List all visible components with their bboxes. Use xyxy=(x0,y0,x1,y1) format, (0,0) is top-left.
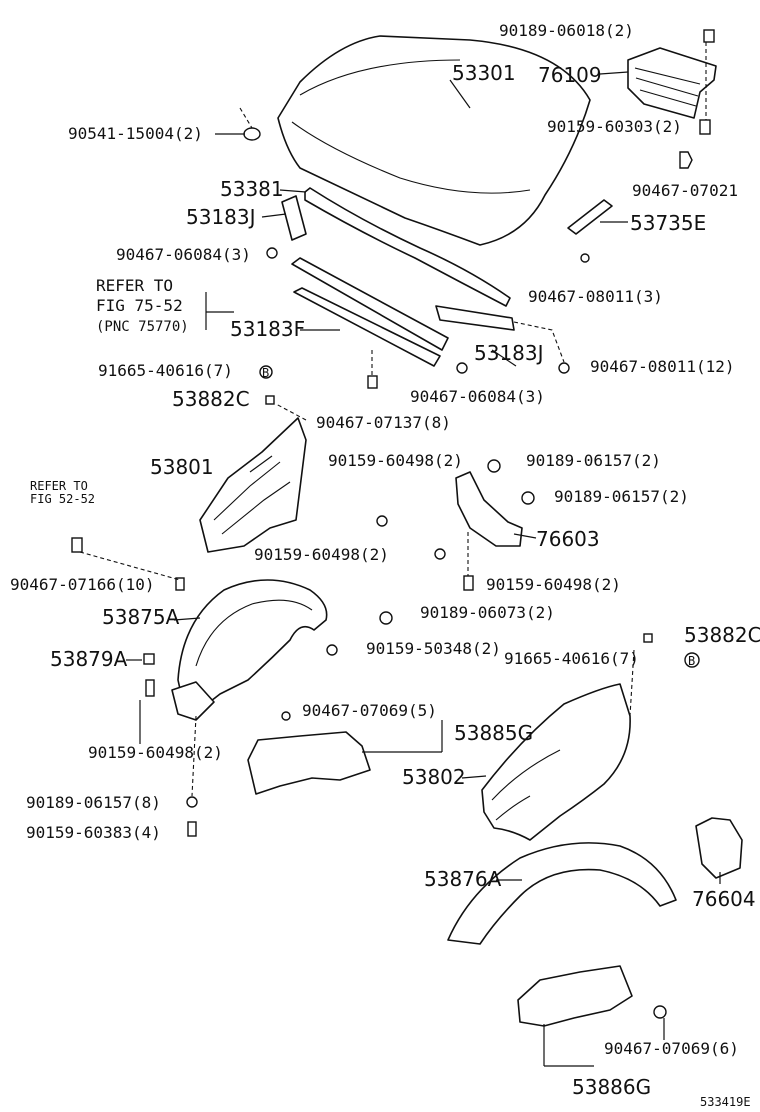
label-53879A: 53879A xyxy=(50,647,128,671)
clip-90467-07069-a xyxy=(281,711,291,721)
bolt-90159-50348 xyxy=(326,644,338,656)
footer-id: 533419E xyxy=(700,1095,751,1109)
clip-90467-07166 xyxy=(175,577,185,591)
label-53735E: 53735E xyxy=(630,211,706,235)
nut-53882C-left xyxy=(265,395,275,405)
label-53301: 53301 xyxy=(452,61,516,85)
label-91665-40616-b: 91665-40616(7) xyxy=(504,649,639,668)
label-90467-06084-a: 90467-06084(3) xyxy=(116,245,251,264)
bumper-90541 xyxy=(243,127,261,141)
refer-fig52-line2: FIG 52-52 xyxy=(30,492,95,506)
label-76109: 76109 xyxy=(538,63,602,87)
seal-53183F xyxy=(291,257,449,367)
label-90189-06157-b: 90189-06157(2) xyxy=(554,487,689,506)
liner-flap-53879A-area xyxy=(171,681,215,721)
bolt-90189-06073 xyxy=(379,611,393,625)
bolt-90189-06157-b xyxy=(521,491,535,505)
label-90159-60498-d: 90159-60498(2) xyxy=(88,743,223,762)
bolt-90189-06157-c xyxy=(186,796,198,808)
label-53802: 53802 xyxy=(402,765,466,789)
clip-marker-b: B xyxy=(688,654,695,668)
label-53885G: 53885G xyxy=(454,721,533,745)
seal-53183J-top xyxy=(281,195,307,241)
refer-fig52-line1: REFER TO xyxy=(30,479,88,493)
label-53882C-right: 53882C xyxy=(684,623,760,647)
bolt-90159-60303 xyxy=(699,119,711,135)
clip-91665-a: B xyxy=(259,365,273,380)
clip-90467-08011-a xyxy=(580,253,590,263)
refer-fig75-line3: (PNC 75770) xyxy=(96,319,189,335)
mudguard-76604 xyxy=(695,817,743,879)
seal-53183J-right xyxy=(435,305,515,331)
label-53381: 53381 xyxy=(220,177,284,201)
label-53882C-left: 53882C xyxy=(172,387,250,411)
label-91665-40616-a: 91665-40616(7) xyxy=(98,361,233,380)
apron-53801 xyxy=(199,417,307,553)
label-90467-08011-3: 90467-08011(3) xyxy=(528,287,663,306)
bolt-90159-60498-d xyxy=(145,679,155,697)
label-90189-06157-c: 90189-06157(8) xyxy=(26,793,161,812)
label-90541-15004: 90541-15004(2) xyxy=(68,124,203,143)
clip-90467-07021 xyxy=(679,151,693,169)
seal-53735E xyxy=(567,199,613,235)
label-90467-08011-12: 90467-08011(12) xyxy=(590,357,735,376)
bolt-90189-06157-a xyxy=(487,459,501,473)
label-90159-60498-b: 90159-60498(2) xyxy=(254,545,389,564)
hood-seal-53381 xyxy=(304,187,511,307)
label-53183J-top: 53183J xyxy=(186,205,256,229)
label-53876A: 53876A xyxy=(424,867,502,891)
bolt-90159-60498-b xyxy=(434,548,446,560)
clip-91665-b: B xyxy=(684,652,700,668)
mudguard-76603 xyxy=(455,471,523,547)
fender-liner-53875A xyxy=(177,579,328,717)
label-90189-06157-a: 90189-06157(2) xyxy=(526,451,661,470)
label-90467-07137: 90467-07137(8) xyxy=(316,413,451,432)
refer-fig75-line2: FIG 75-52 xyxy=(96,296,183,315)
clip-90467-06084-b xyxy=(456,362,468,374)
clip-90467-06084-a xyxy=(266,247,278,259)
clip-marker-a: B xyxy=(262,366,269,380)
clip-90467-08011-b xyxy=(558,362,570,374)
label-90467-07069-5: 90467-07069(5) xyxy=(302,701,437,720)
refer-fig75-line1: REFER TO xyxy=(96,276,173,295)
label-53183J-right: 53183J xyxy=(474,341,544,365)
nut-53882C-right xyxy=(643,633,653,643)
label-90159-60383: 90159-60383(4) xyxy=(26,823,161,842)
label-53875A: 53875A xyxy=(102,605,180,629)
clip-53879A xyxy=(143,653,155,665)
label-53886G: 53886G xyxy=(572,1075,651,1099)
label-90159-60498-c: 90159-60498(2) xyxy=(486,575,621,594)
clip-90467-07069-b xyxy=(653,1005,667,1019)
bolt-90189-06018 xyxy=(703,29,715,43)
label-90159-50348: 90159-50348(2) xyxy=(366,639,501,658)
label-53801: 53801 xyxy=(150,455,214,479)
label-90159-60498-a: 90159-60498(2) xyxy=(328,451,463,470)
label-90467-07166: 90467-07166(10) xyxy=(10,575,155,594)
bolt-90159-60383 xyxy=(187,821,197,837)
shield-53885G xyxy=(247,731,371,795)
label-53183F: 53183F xyxy=(230,317,305,341)
fender-53802 xyxy=(481,683,631,841)
label-90467-07021: 90467-07021 xyxy=(632,181,738,200)
fender-liner-53876A xyxy=(447,842,677,945)
bolt-90159-60498-c xyxy=(463,575,474,591)
clip-90467-07137 xyxy=(367,375,378,389)
label-90189-06073: 90189-06073(2) xyxy=(420,603,555,622)
label-90159-60303: 90159-60303(2) xyxy=(547,117,682,136)
label-76603: 76603 xyxy=(536,527,600,551)
hood-panel xyxy=(277,35,591,246)
bracket-76109 xyxy=(627,47,717,119)
label-90467-07069-6: 90467-07069(6) xyxy=(604,1039,739,1058)
label-90189-06018: 90189-06018(2) xyxy=(499,21,634,40)
label-76604: 76604 xyxy=(692,887,756,911)
bolt-90159-60498-a xyxy=(376,515,388,527)
shield-53886G xyxy=(517,965,633,1027)
bolt-left-stack xyxy=(71,537,83,553)
label-90467-06084-b: 90467-06084(3) xyxy=(410,387,545,406)
